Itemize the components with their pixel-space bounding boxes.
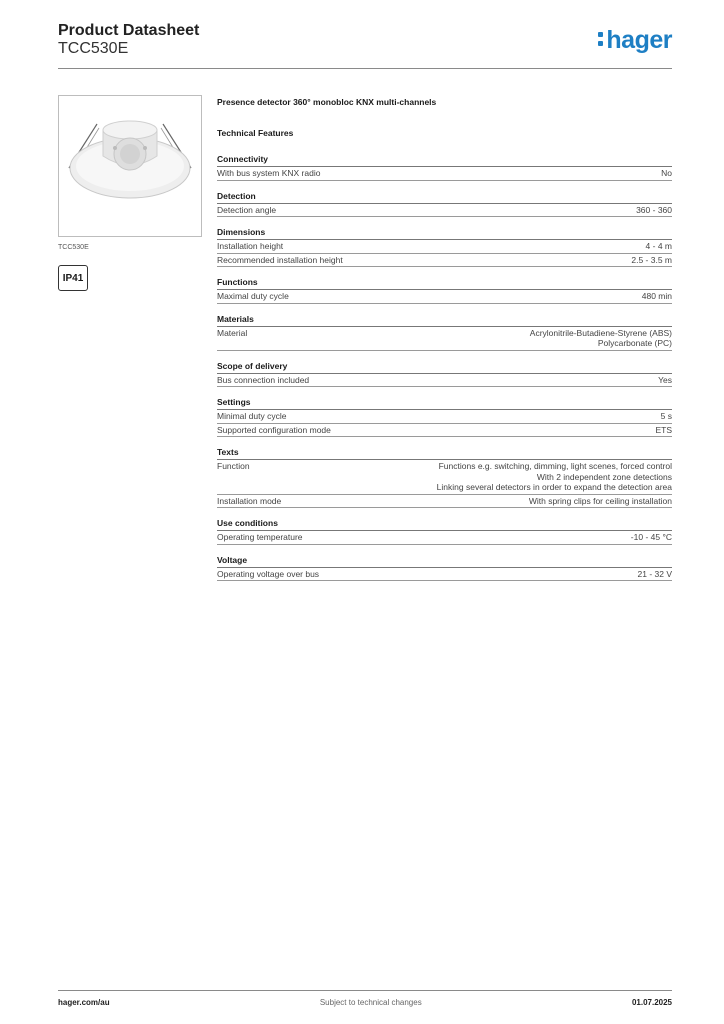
feature-label: Maximal duty cycle (217, 291, 289, 301)
feature-value: Yes (658, 374, 672, 385)
feature-label: Installation height (217, 241, 284, 251)
feature-row: Recommended installation height 2.5 - 3.5… (217, 254, 672, 267)
header-divider (58, 68, 672, 69)
feature-label: With bus system KNX radio (217, 168, 321, 178)
document-title: Product Datasheet (58, 22, 200, 39)
feature-value: ETS (655, 424, 672, 435)
feature-row: With bus system KNX radio No (217, 167, 672, 181)
presence-detector-illustration (68, 120, 192, 199)
section-title: Dimensions (217, 227, 672, 240)
feature-label: Operating voltage over bus (217, 568, 320, 579)
feature-row: Detection angle 360 - 360 (217, 204, 672, 217)
technical-content: Presence detector 360° monobloc KNX mult… (217, 97, 672, 591)
footer-note: Subject to technical changes (319, 998, 422, 1007)
section-title: Materials (217, 314, 672, 327)
feature-row: Supported configuration mode ETS (217, 424, 672, 437)
feature-label: Supported configuration mode (217, 424, 331, 435)
footer-date: 01.07.2025 (631, 998, 672, 1007)
feature-label: Detection angle (217, 204, 277, 215)
page-header: Product Datasheet TCC530E hager (58, 22, 672, 68)
feature-label: Material (217, 327, 248, 338)
features-title: Technical Features (217, 128, 294, 138)
image-caption: TCC530E (58, 244, 89, 251)
section-title: Settings (217, 397, 672, 410)
feature-value: Acrylonitrile-Butadiene-Styrene (ABS) Po… (529, 327, 672, 349)
feature-label: Installation mode (217, 495, 282, 506)
feature-value: 2.5 - 3.5 m (631, 254, 672, 265)
section-title: Connectivity (217, 154, 672, 167)
feature-row: Bus connection included Yes (217, 374, 672, 387)
feature-label: Recommended installation height (217, 254, 343, 265)
section-title: Use conditions (217, 518, 672, 531)
hager-logo: hager (598, 26, 672, 55)
feature-label: Operating temperature (217, 532, 303, 542)
feature-label: Function (217, 461, 250, 471)
feature-row: Maximal duty cycle 480 min (217, 290, 672, 304)
product-image (58, 95, 202, 237)
product-model: TCC530E (58, 40, 129, 57)
footer-divider (58, 990, 672, 991)
section-title: Functions (217, 277, 672, 290)
feature-row: Installation height 4 - 4 m (217, 240, 672, 254)
feature-value: 4 - 4 m (645, 241, 672, 251)
feature-label: Minimal duty cycle (217, 411, 287, 421)
feature-label: Bus connection included (217, 374, 310, 385)
feature-value: 480 min (641, 291, 672, 301)
feature-row: Operating voltage over bus 21 - 32 V (217, 568, 673, 581)
product-description: Presence detector 360° monobloc KNX mult… (217, 97, 437, 107)
ip-rating-badge: IP41 (58, 265, 88, 291)
feature-value: No (661, 168, 672, 178)
feature-row: Material Acrylonitrile-Butadiene-Styrene … (217, 327, 672, 351)
feature-value: -10 - 45 °C (630, 532, 672, 542)
feature-row: Installation mode With spring clips for c… (217, 495, 672, 508)
feature-value: With spring clips for ceiling installati… (528, 495, 672, 506)
section-title: Scope of delivery (217, 361, 672, 374)
logo-text: hager (606, 26, 672, 54)
feature-value: 21 - 32 V (637, 568, 673, 579)
feature-value: Functions e.g. switching, dimming, light… (436, 461, 672, 492)
page-footer: hager.com/au Subject to technical change… (58, 998, 672, 1007)
feature-row: Operating temperature -10 - 45 °C (217, 531, 672, 545)
feature-row: Minimal duty cycle 5 s (217, 410, 672, 424)
footer-website: hager.com/au (58, 998, 110, 1007)
section-title: Texts (217, 447, 672, 460)
feature-value: 5 s (660, 411, 672, 421)
section-title: Voltage (217, 555, 672, 568)
feature-value: 360 - 360 (636, 204, 672, 215)
logo-dots-icon (598, 32, 604, 46)
section-title: Detection (217, 191, 672, 204)
feature-row: Function Functions e.g. switching, dimmin… (217, 460, 672, 495)
